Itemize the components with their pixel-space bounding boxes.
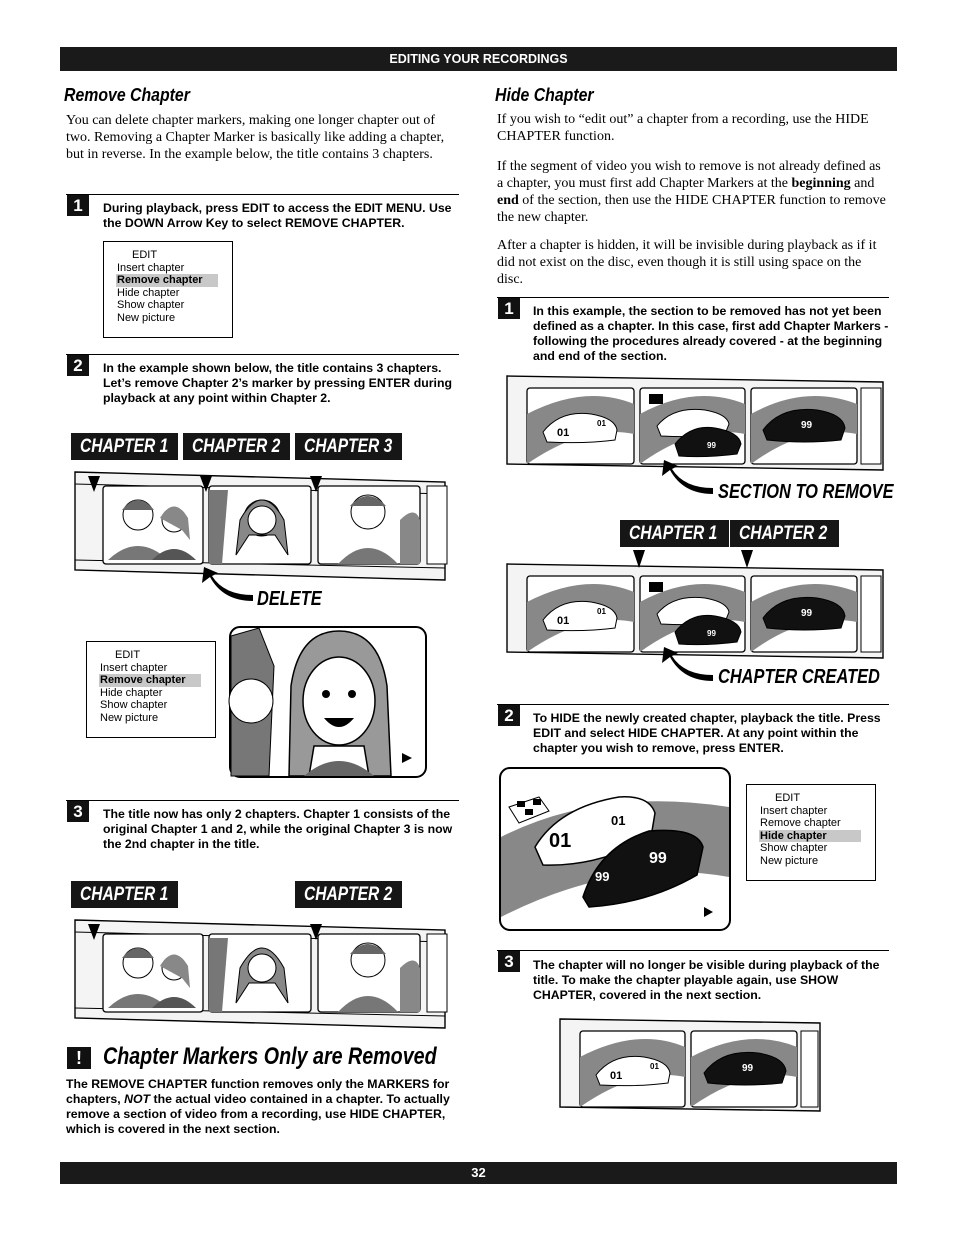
edit-menu: EDIT Insert chapter Remove chapter Hide …: [86, 641, 216, 738]
step-number: 3: [67, 801, 89, 822]
edit-menu: EDIT Insert chapter Remove chapter Hide …: [103, 241, 233, 338]
step-number: 2: [498, 705, 520, 726]
chapter-label: CHAPTER 2: [183, 433, 290, 460]
chapter-label: CHAPTER 2: [295, 881, 402, 908]
step-divider: [66, 354, 459, 355]
menu-item-insert-chapter[interactable]: Insert chapter: [117, 261, 185, 274]
video-preview: [228, 626, 427, 778]
step-number: 1: [67, 195, 89, 216]
svg-text:01: 01: [650, 1062, 659, 1071]
hide-paragraph-1: If you wish to “edit out” a chapter from…: [497, 112, 869, 144]
svg-text:01: 01: [597, 419, 606, 428]
play-icon: [704, 907, 713, 917]
menu-item-remove-chapter[interactable]: Remove chapter: [116, 274, 218, 287]
warning-icon: !: [67, 1047, 91, 1069]
note-title: Chapter Markers Only are Removed: [103, 1043, 437, 1070]
menu-item-show-chapter[interactable]: Show chapter: [100, 699, 168, 712]
step-divider: [497, 950, 889, 951]
page-header: EDITING YOUR RECORDINGS: [60, 47, 897, 71]
svg-text:99: 99: [801, 608, 813, 619]
curved-arrow-icon: [202, 567, 253, 601]
step-number: 2: [67, 355, 89, 376]
edit-menu-title: EDIT: [775, 792, 801, 804]
menu-item-show-chapter[interactable]: Show chapter: [760, 842, 828, 855]
play-icon: [402, 753, 412, 763]
menu-item-hide-chapter[interactable]: Hide chapter: [100, 686, 163, 699]
menu-item-show-chapter[interactable]: Show chapter: [117, 299, 185, 312]
hide-step1-text: In this example, the section to be remov…: [533, 304, 889, 363]
step-divider: [66, 194, 459, 195]
hide-step2-text: To HIDE the newly created chapter, playb…: [533, 711, 881, 755]
remove-step1-text: During playback, press EDIT to access th…: [103, 201, 452, 230]
edit-menu-title: EDIT: [132, 249, 158, 261]
svg-text:01: 01: [557, 427, 569, 439]
menu-item-insert-chapter[interactable]: Insert chapter: [760, 804, 828, 817]
hide-chapter-title: Hide Chapter: [495, 85, 594, 105]
step-divider: [66, 800, 459, 801]
svg-text:99: 99: [707, 629, 716, 638]
menu-item-hide-chapter[interactable]: Hide chapter: [117, 286, 180, 299]
step-number: 3: [498, 951, 520, 972]
svg-text:01: 01: [610, 1070, 622, 1082]
svg-text:01: 01: [611, 813, 625, 828]
hide-paragraph-3: After a chapter is hidden, it will be in…: [497, 238, 877, 287]
svg-text:99: 99: [649, 850, 667, 867]
menu-item-hide-chapter[interactable]: Hide chapter: [759, 829, 861, 843]
filmstrip-faces: [74, 471, 448, 581]
chapter-label: CHAPTER 1: [71, 881, 178, 908]
chapter-label: CHAPTER 1: [71, 433, 178, 460]
step-divider: [497, 704, 889, 705]
step-divider: [497, 297, 889, 298]
remove-chapter-intro: You can delete chapter markers, making o…: [66, 113, 445, 162]
curved-arrow-icon: [662, 647, 713, 681]
svg-text:01: 01: [597, 607, 606, 616]
remove-step3-text: The title now has only 2 chapters. Chapt…: [103, 807, 453, 851]
filmstrip-cars: 01 01 99 99: [506, 375, 884, 471]
menu-item-remove-chapter[interactable]: Remove chapter: [99, 674, 201, 687]
svg-text:99: 99: [707, 441, 716, 450]
menu-item-remove-chapter[interactable]: Remove chapter: [760, 817, 841, 830]
edit-menu: EDIT Insert chapter Remove chapter Hide …: [746, 784, 876, 881]
step-number: 1: [498, 298, 520, 319]
page-number: 32: [60, 1162, 897, 1184]
remove-step2-text: In the example shown below, the title co…: [103, 361, 452, 405]
delete-label: DELETE: [257, 588, 322, 610]
svg-text:99: 99: [595, 869, 609, 884]
chapter-created-label: CHAPTER CREATED: [718, 666, 880, 688]
edit-menu-title: EDIT: [115, 649, 141, 661]
filmstrip-cars: 01 01 99: [559, 1018, 821, 1112]
menu-item-new-picture[interactable]: New picture: [100, 711, 159, 724]
svg-text:99: 99: [742, 1063, 754, 1074]
svg-text:01: 01: [549, 830, 571, 852]
chapter-label: CHAPTER 2: [730, 520, 839, 547]
menu-item-new-picture[interactable]: New picture: [760, 854, 819, 867]
hide-step3-text: The chapter will no longer be visible du…: [533, 958, 880, 1002]
menu-item-insert-chapter[interactable]: Insert chapter: [100, 661, 168, 674]
curved-arrow-icon: [662, 460, 713, 494]
remove-chapter-title: Remove Chapter: [64, 85, 190, 105]
video-preview-cars: 01 01 99 99: [499, 767, 731, 931]
svg-text:99: 99: [801, 420, 813, 431]
section-to-remove-label: SECTION TO REMOVE: [718, 481, 894, 503]
chapter-label: CHAPTER 3: [295, 433, 402, 460]
svg-text:01: 01: [557, 615, 569, 627]
filmstrip-cars: 01 01 99 99: [506, 550, 884, 659]
chapter-label: CHAPTER 1: [620, 520, 729, 547]
note-text: The REMOVE CHAPTER function removes only…: [66, 1077, 450, 1136]
hide-paragraph-2: If the segment of video you wish to remo…: [497, 159, 886, 225]
menu-item-new-picture[interactable]: New picture: [117, 311, 176, 324]
filmstrip-faces: [74, 919, 448, 1029]
